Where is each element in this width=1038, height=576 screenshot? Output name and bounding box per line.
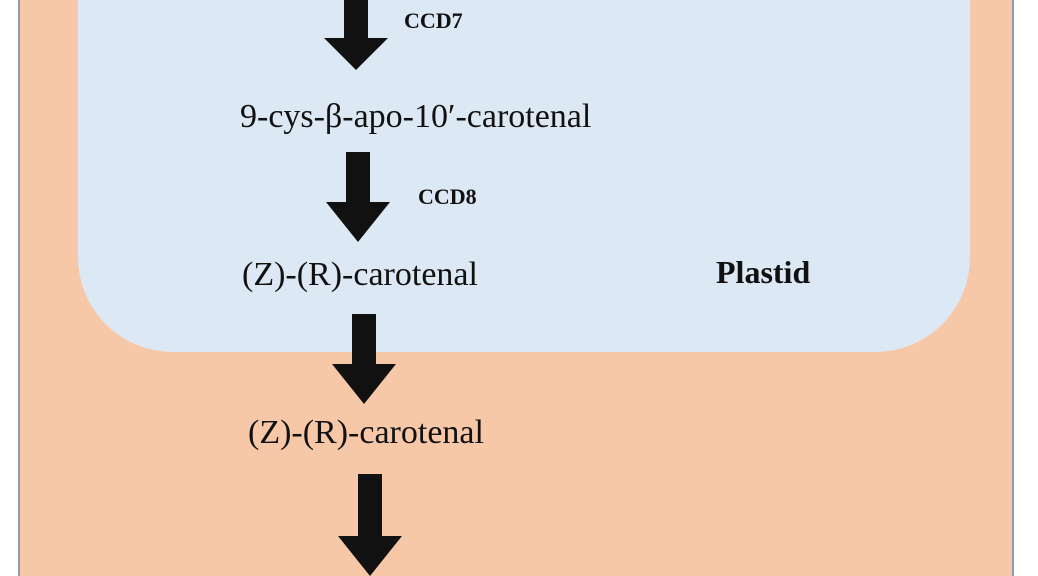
plastid-compartment [78, 0, 970, 352]
compound-label-carotenal-plastid: (Z)-(R)-carotenal [242, 256, 478, 293]
compound-label-apocarotenal: 9-cys-β-apo-10′-carotenal [240, 98, 592, 135]
enzyme-label-ccd8: CCD8 [418, 184, 477, 209]
enzyme-label-ccd7: CCD7 [404, 8, 463, 33]
compound-label-carotenal-cytoplasm: (Z)-(R)-carotenal [248, 414, 484, 451]
arrow-down-icon [332, 314, 396, 404]
arrow-down-icon [324, 0, 388, 70]
arrow-down-icon [338, 474, 402, 576]
arrow-down-icon [326, 152, 390, 242]
figure-frame: CCD7 9-cys-β-apo-10′-carotenal CCD8 (Z)-… [18, 0, 1014, 576]
compartment-label-plastid: Plastid [716, 254, 811, 290]
